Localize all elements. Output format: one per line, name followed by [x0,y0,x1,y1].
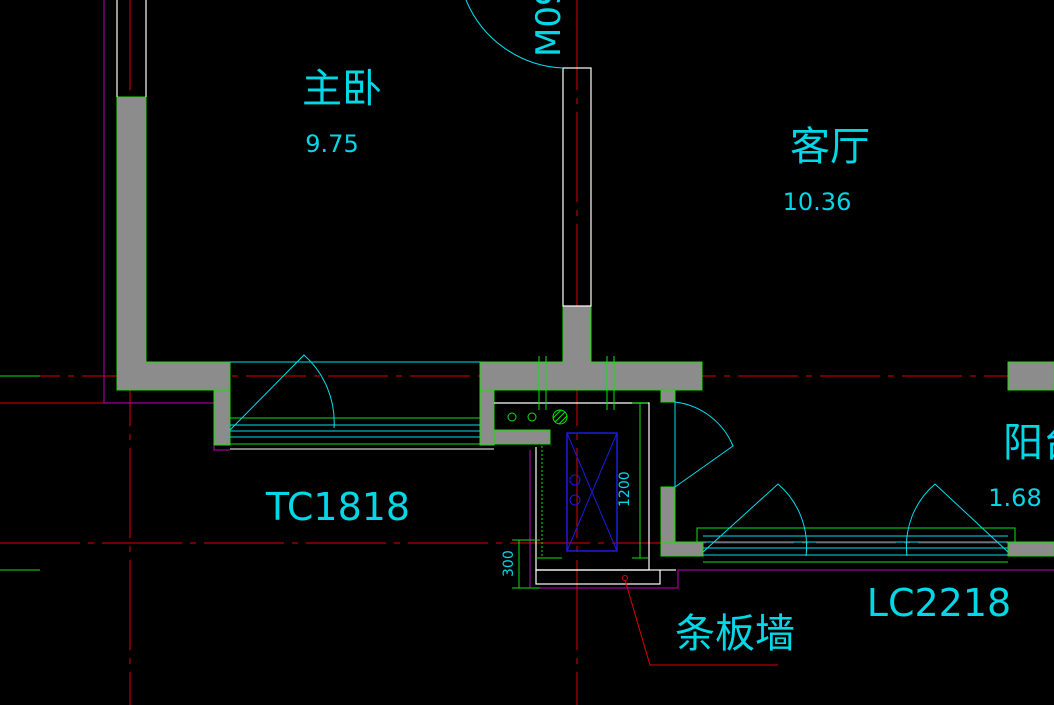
window-lc2218-symbol [696,483,1016,563]
room-name-living-room: 客厅 [790,124,870,170]
room-area-master-bedroom: 9.75 [305,130,358,158]
room-name-master-bedroom: 主卧 [302,66,382,112]
wall-outlines [116,0,676,585]
shaft-fixtures [507,409,618,559]
dimension-label-300: 300 [501,550,517,577]
room-name-balcony: 阳台 [1003,420,1054,466]
dimension-lines [0,356,648,589]
leader-label-strip-wall: 条板墙 [675,611,795,657]
window-tag-tc1818: TC1818 [265,485,410,529]
window-tc1818-symbol [229,354,494,450]
walls [116,96,1054,557]
room-area-balcony: 1.68 [988,484,1041,512]
balcony-door-swing [674,401,734,488]
room-area-living-room: 10.36 [783,188,852,216]
window-tag-lc2218: LC2218 [867,581,1011,625]
dimension-label-1200: 1200 [617,471,633,507]
door-m09-swing [465,0,564,69]
door-tag-m09: M09 [529,0,569,57]
outer-edge-lines [103,0,1054,589]
leader-line [622,575,778,666]
